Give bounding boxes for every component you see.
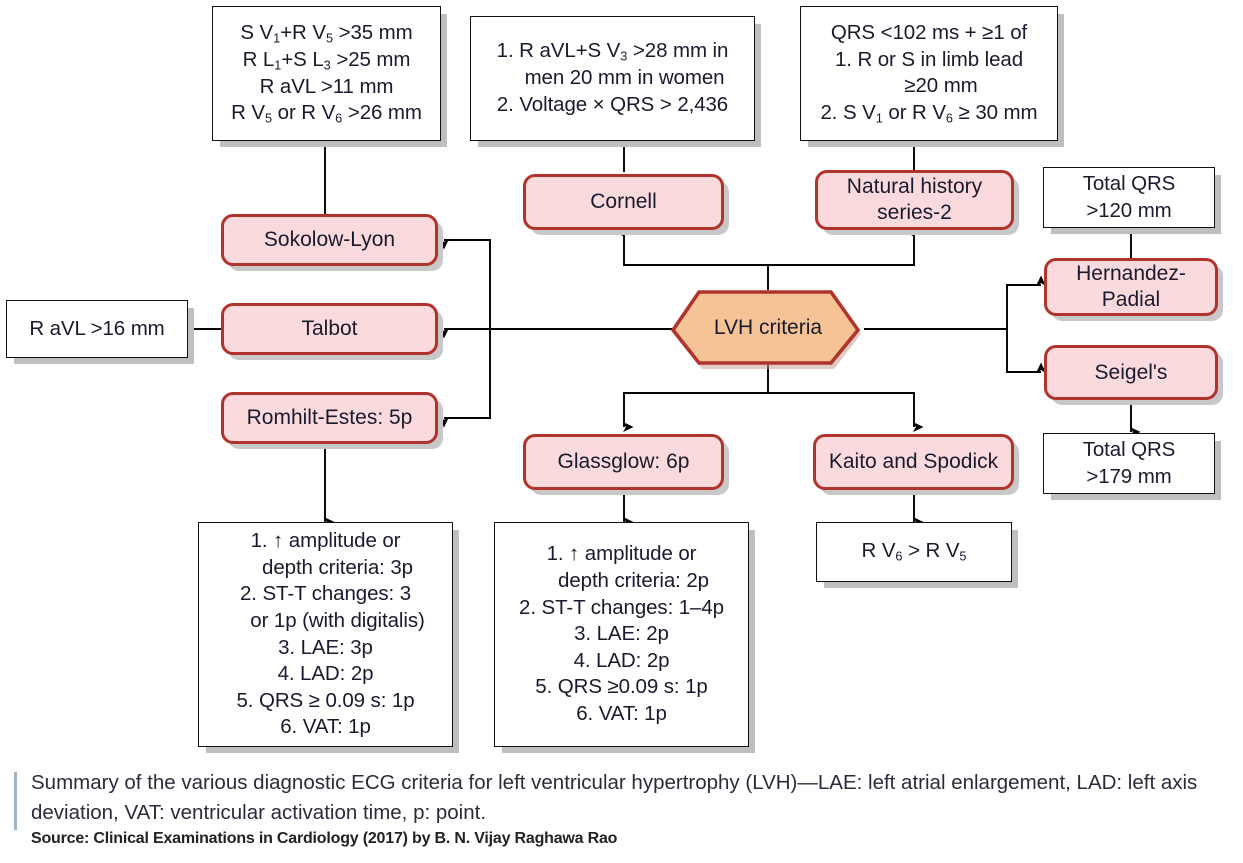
node-hernandez-padial[interactable]: Hernandez-Padial xyxy=(1044,258,1218,316)
criteria-line: 6. VAT: 1p xyxy=(576,702,667,726)
caption-text: Summary of the various diagnostic ECG cr… xyxy=(31,771,1198,824)
node-label: Talbot xyxy=(301,317,358,341)
outcome-line: R V6 > R V5 xyxy=(861,539,967,565)
criteria-line: 5. QRS ≥0.09 s: 1p xyxy=(535,675,708,699)
criteria-line: 2. ST-T changes: 3 xyxy=(239,582,412,606)
node-label: Romhilt-Estes: 5p xyxy=(246,406,413,430)
node-seigels[interactable]: Seigel's xyxy=(1044,345,1218,400)
node-label: Kaito and Spodick xyxy=(828,450,999,474)
criteria-line: R aVL >11 mm xyxy=(259,74,394,98)
criteria-line: 4. LAD: 2p xyxy=(573,648,670,672)
criteria-line: ≥20 mm xyxy=(904,74,978,98)
caption-source: Source: Clinical Examinations in Cardiol… xyxy=(31,830,618,847)
outcome-line: >179 mm xyxy=(1086,464,1172,488)
criteria-line: depth criteria: 2p xyxy=(558,568,709,592)
criteria-box-natural-history: QRS <102 ms + ≥1 of 1. R or S in limb le… xyxy=(800,6,1058,141)
edge-lvh-to-seigels xyxy=(1006,329,1046,373)
criteria-line: or 1p (with digitalis) xyxy=(250,608,425,632)
criteria-list-cornell: 1. R aVL+S V3 >28 mm in men 20 mm in wom… xyxy=(471,32,754,124)
edge-lvh-to-glassglow xyxy=(623,365,769,432)
criteria-box-romhilt-estes: 1. ↑ amplitude or depth criteria: 3p 2. … xyxy=(198,522,453,747)
edge-lvh-to-sokolow xyxy=(439,239,491,329)
outcome-text-total-qrs-179: Total QRS >179 mm xyxy=(1044,431,1214,496)
outcome-box-total-qrs-179: Total QRS >179 mm xyxy=(1043,433,1215,494)
edge-lvh-to-kaito xyxy=(768,392,924,432)
node-label: Seigel's xyxy=(1094,360,1168,384)
figure-caption: Summary of the various diagnostic ECG cr… xyxy=(0,768,1243,863)
outcome-box-total-qrs-120: Total QRS >120 mm xyxy=(1043,167,1215,228)
node-sokolow-lyon[interactable]: Sokolow-Lyon xyxy=(221,214,438,266)
node-kaito-and-spodick[interactable]: Kaito and Spodick xyxy=(813,434,1014,490)
edge-lvh-to-romhilt xyxy=(439,329,491,428)
node-label: Sokolow-Lyon xyxy=(263,228,396,252)
criteria-list-romhilt-estes: 1. ↑ amplitude or depth criteria: 3p 2. … xyxy=(199,522,452,747)
outcome-text-rv6-gt-rv5: R V6 > R V5 xyxy=(817,532,1011,571)
outcome-line: Total QRS xyxy=(1082,171,1176,195)
criteria-line: depth criteria: 3p xyxy=(262,555,413,579)
criteria-line: 1. R or S in limb lead xyxy=(834,47,1024,71)
node-lvh-criteria[interactable]: LVH criteria xyxy=(670,290,864,369)
criteria-line: R L1+S L3 >25 mm xyxy=(242,47,411,73)
outcome-box-rv6-gt-rv5: R V6 > R V5 xyxy=(816,522,1012,582)
node-label: Hernandez-Padial xyxy=(1076,262,1186,311)
criteria-line: 4. LAD: 2p xyxy=(277,662,374,686)
criteria-line: 1. ↑ amplitude or xyxy=(546,542,697,566)
node-label: LVH criteria xyxy=(713,316,823,339)
outcome-box-r-avl-16: R aVL >16 mm xyxy=(6,300,188,358)
caption-rule xyxy=(14,772,17,830)
criteria-line: 3. LAE: 2p xyxy=(574,622,669,646)
hexagon-shape xyxy=(670,290,861,365)
criteria-line: 3. LAE: 3p xyxy=(278,635,373,659)
node-romhilt-estes[interactable]: Romhilt-Estes: 5p xyxy=(221,392,438,444)
node-label: Glassglow: 6p xyxy=(557,450,690,474)
criteria-line: 2. Voltage × QRS > 2,436 xyxy=(496,93,729,117)
criteria-line: 1. R aVL+S V3 >28 mm in xyxy=(496,39,729,64)
criteria-line: 2. S V1 or R V6 ≥ 30 mm xyxy=(820,100,1038,126)
criteria-line: S V1+R V5 >35 mm xyxy=(240,20,413,46)
outcome-line: >120 mm xyxy=(1086,198,1172,222)
criteria-line: 5. QRS ≥ 0.09 s: 1p xyxy=(236,688,415,712)
node-talbot[interactable]: Talbot xyxy=(221,303,438,355)
criteria-line: men 20 mm in women xyxy=(524,66,725,90)
criteria-line: 6. VAT: 1p xyxy=(280,715,371,739)
criteria-box-glassglow: 1. ↑ amplitude or depth criteria: 2p 2. … xyxy=(494,522,749,747)
criteria-box-sokolow-lyon: S V1+R V5 >35 mm R L1+S L3 >25 mm R aVL … xyxy=(212,6,441,141)
node-natural-history-series-2[interactable]: Natural history series-2 xyxy=(815,170,1014,230)
node-cornell[interactable]: Cornell xyxy=(523,174,724,230)
criteria-line: QRS <102 ms + ≥1 of xyxy=(830,21,1028,45)
edge-lvh-to-natural xyxy=(768,227,915,266)
outcome-line: Total QRS xyxy=(1082,437,1176,461)
outcome-line: R aVL >16 mm xyxy=(29,316,165,340)
criteria-line: 1. ↑ amplitude or xyxy=(250,528,401,552)
edge-lvh-to-hernandez xyxy=(864,275,1046,330)
criteria-list-natural-history: QRS <102 ms + ≥1 of 1. R or S in limb le… xyxy=(801,14,1057,133)
criteria-list-glassglow: 1. ↑ amplitude or depth criteria: 2p 2. … xyxy=(495,535,748,733)
edge-lvh-to-cornell xyxy=(614,227,769,290)
node-glassglow[interactable]: Glassglow: 6p xyxy=(523,434,724,490)
criteria-line: R V5 or R V6 >26 mm xyxy=(231,101,422,126)
criteria-line: 2. ST-T changes: 1–4p xyxy=(519,595,724,619)
outcome-text-r-avl-16: R aVL >16 mm xyxy=(7,310,187,349)
node-label: Natural history series-2 xyxy=(846,175,983,224)
criteria-box-cornell: 1. R aVL+S V3 >28 mm in men 20 mm in wom… xyxy=(470,16,755,141)
criteria-list-sokolow-lyon: S V1+R V5 >35 mm R L1+S L3 >25 mm R aVL … xyxy=(213,14,440,134)
outcome-text-total-qrs-120: Total QRS >120 mm xyxy=(1044,165,1214,230)
node-label: Cornell xyxy=(590,190,657,214)
